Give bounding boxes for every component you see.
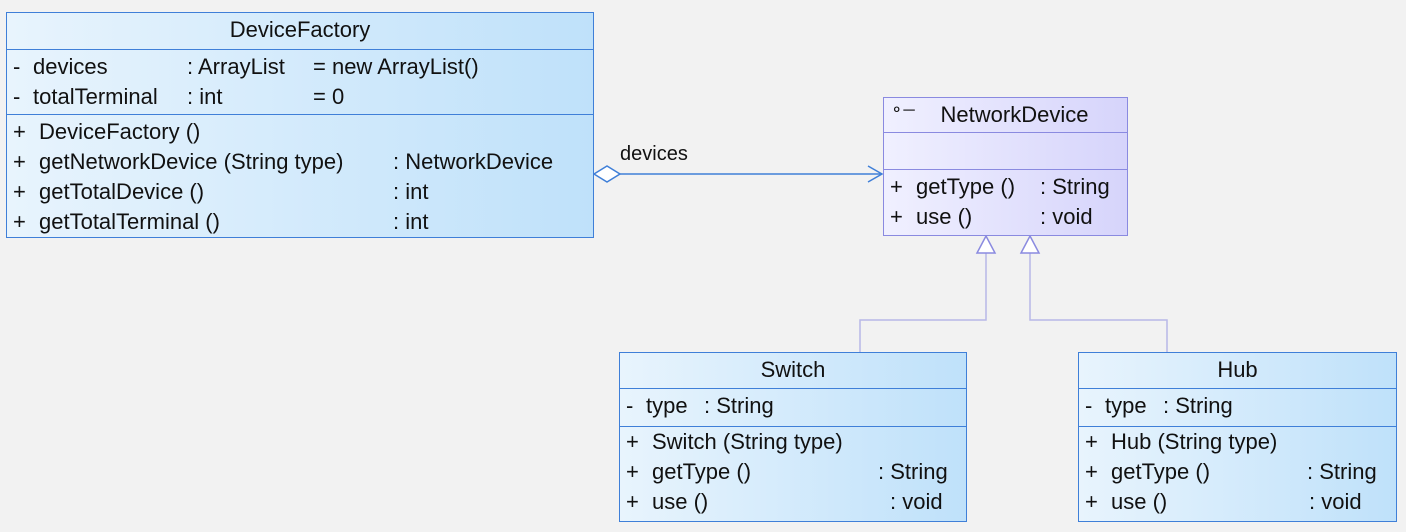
interface-network-device[interactable]: ⚬─ NetworkDevice + getType () : String +… <box>883 97 1128 236</box>
visibility: + <box>13 179 26 204</box>
attribute-init: = 0 <box>313 84 345 109</box>
operation-name: use () <box>916 204 973 229</box>
visibility: + <box>890 204 903 229</box>
visibility: - <box>13 84 21 109</box>
operation-name: use () <box>1111 489 1168 514</box>
operation-name: getType () <box>1111 459 1211 484</box>
class-switch[interactable]: Switch - type : String + Switch (String … <box>619 352 967 522</box>
operation-name: getTotalTerminal () <box>39 209 220 234</box>
operation-return: : String <box>1040 174 1110 199</box>
visibility: + <box>13 119 26 144</box>
operations-section: + Hub (String type) + getType () : Strin… <box>1079 427 1396 521</box>
operation-return: : String <box>1307 459 1377 484</box>
operations-section: + DeviceFactory () + getNetworkDevice (S… <box>7 115 593 237</box>
realization-line-switch <box>859 253 987 352</box>
visibility: - <box>1085 393 1093 418</box>
attributes-section: - type : String <box>620 389 966 427</box>
operation-name: getType () <box>652 459 752 484</box>
interface-icon: ⚬─ <box>890 102 915 119</box>
visibility: - <box>13 54 21 79</box>
visibility: + <box>626 459 639 484</box>
visibility: + <box>13 149 26 174</box>
class-hub[interactable]: Hub - type : String + Hub (String type) … <box>1078 352 1397 522</box>
operation-return: : NetworkDevice <box>393 149 554 174</box>
operations-section: + Switch (String type) + getType () : St… <box>620 427 966 521</box>
operation-name: Hub (String type) <box>1111 429 1278 454</box>
operation-return: : int <box>393 209 429 234</box>
class-name: NetworkDevice <box>940 102 1089 127</box>
aggregation-diamond <box>592 165 622 183</box>
visibility: + <box>13 209 26 234</box>
attribute-type: : String <box>1163 393 1233 418</box>
attribute-name: totalTerminal <box>33 84 158 109</box>
attribute-type: : int <box>187 84 223 109</box>
attributes-section: - type : String <box>1079 389 1396 427</box>
class-name: Hub <box>1079 353 1396 389</box>
visibility: + <box>1085 489 1098 514</box>
realization-line-hub <box>1029 253 1168 352</box>
visibility: + <box>1085 459 1098 484</box>
operation-name: use () <box>652 489 709 514</box>
operation-name: getNetworkDevice (String type) <box>39 149 344 174</box>
visibility: + <box>626 489 639 514</box>
visibility: + <box>890 174 903 199</box>
class-name: DeviceFactory <box>7 13 593 50</box>
class-device-factory[interactable]: DeviceFactory - devices : ArrayList = ne… <box>6 12 594 238</box>
operations-section: + getType () : String + use () : void <box>884 170 1127 234</box>
association-arrowhead <box>867 165 884 183</box>
attributes-section: - devices : ArrayList = new ArrayList() … <box>7 50 593 115</box>
visibility: + <box>1085 429 1098 454</box>
operation-name: DeviceFactory () <box>39 119 201 144</box>
operation-return: : void <box>1309 489 1362 514</box>
operation-name: Switch (String type) <box>652 429 843 454</box>
attribute-type: : ArrayList <box>187 54 285 79</box>
attribute-init: = new ArrayList() <box>313 54 479 79</box>
class-name: Switch <box>620 353 966 389</box>
operation-return: : void <box>890 489 943 514</box>
attributes-section <box>884 133 1127 170</box>
operation-return: : String <box>878 459 948 484</box>
realization-triangle-hub <box>1019 234 1041 254</box>
visibility: + <box>626 429 639 454</box>
operation-name: getType () <box>916 174 1016 199</box>
attribute-name: devices <box>33 54 108 79</box>
visibility: - <box>626 393 634 418</box>
operation-return: : void <box>1040 204 1093 229</box>
attribute-name: type <box>646 393 688 418</box>
interface-header: ⚬─ NetworkDevice <box>884 98 1127 133</box>
attribute-type: : String <box>704 393 774 418</box>
attribute-name: type <box>1105 393 1147 418</box>
realization-triangle-switch <box>975 234 997 254</box>
operation-name: getTotalDevice () <box>39 179 205 204</box>
operation-return: : int <box>393 179 429 204</box>
association-label: devices <box>620 143 688 165</box>
